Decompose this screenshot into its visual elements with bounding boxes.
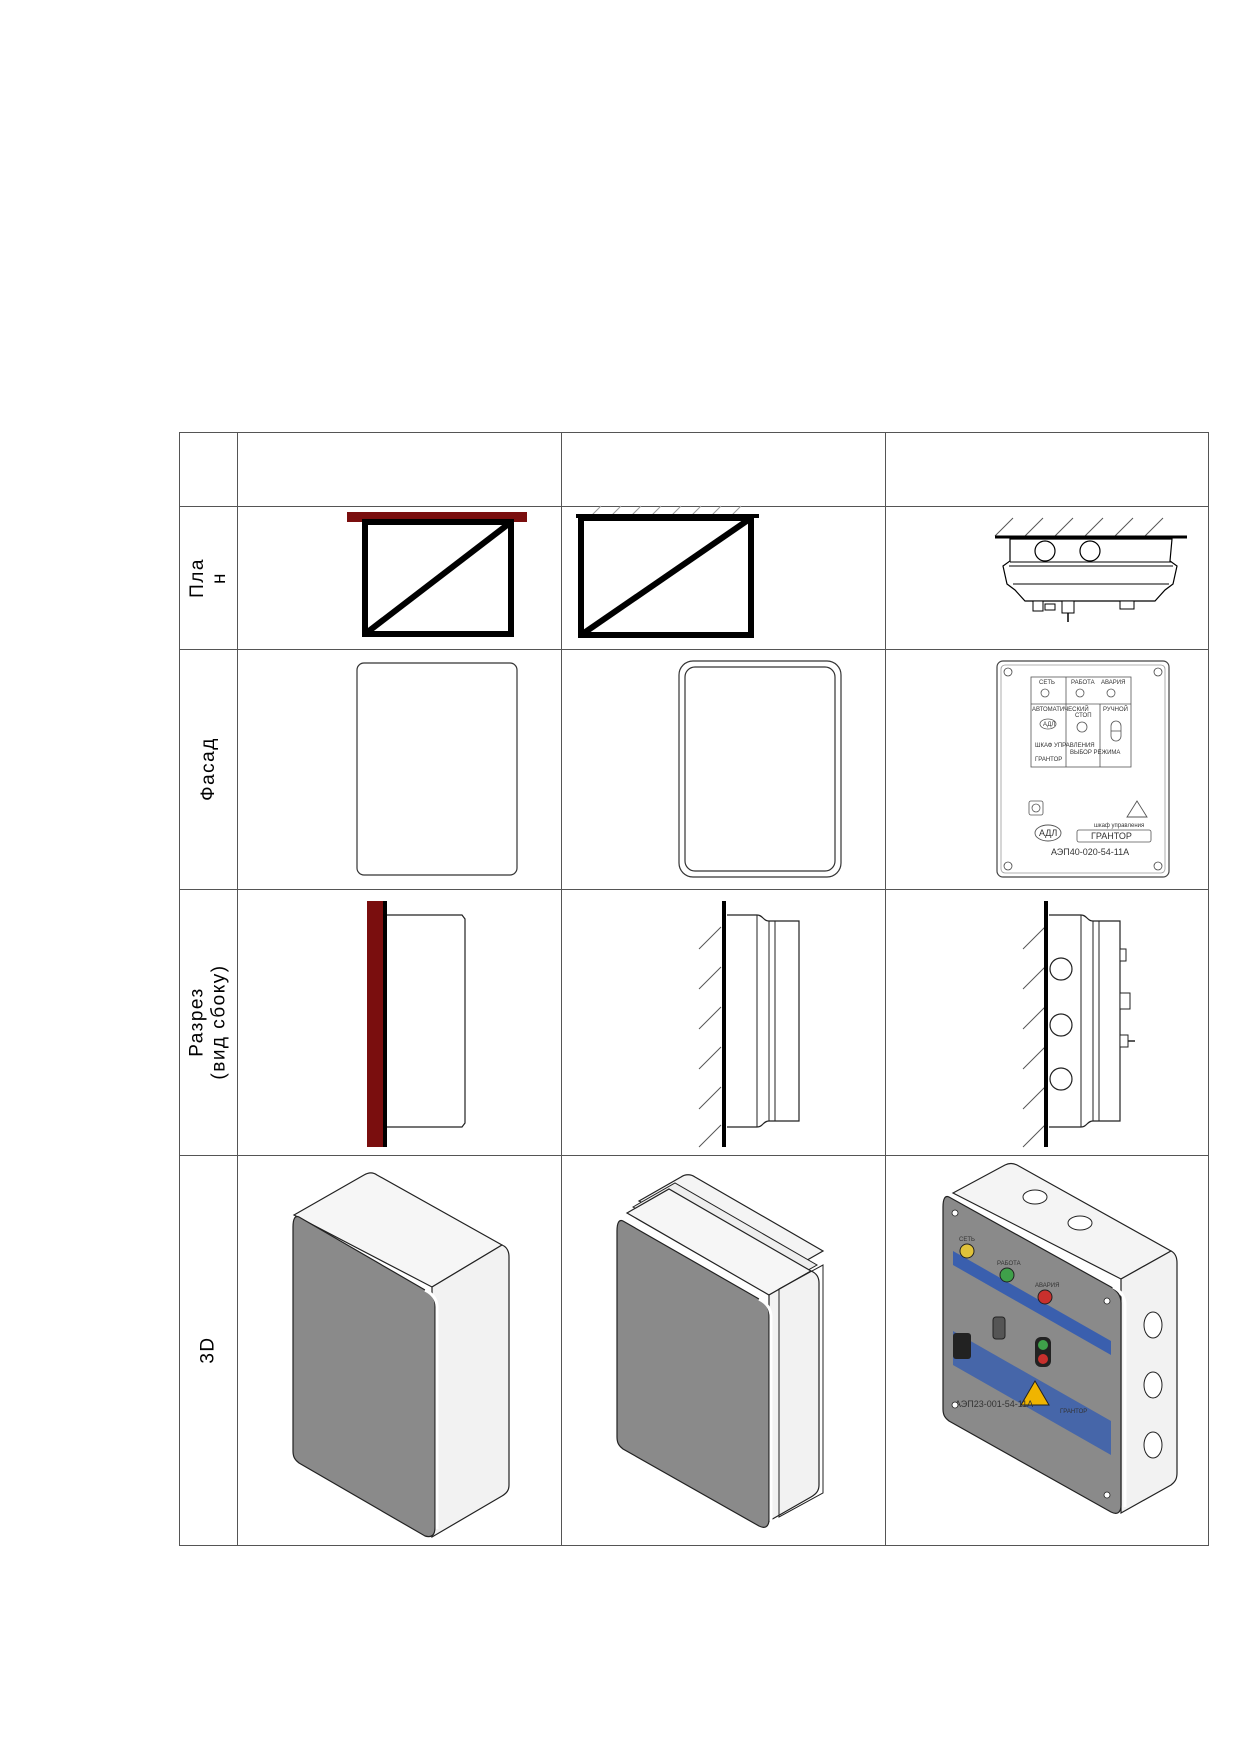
- row-divider: [180, 506, 1208, 507]
- row-divider: [180, 1155, 1208, 1156]
- svg-text:АВАРИЯ: АВАРИЯ: [1035, 1283, 1059, 1289]
- svg-text:ШКАФ УПРАВЛЕНИЯ: ШКАФ УПРАВЛЕНИЯ: [1035, 743, 1095, 749]
- section-drawing-3: [885, 889, 1209, 1155]
- plan-drawing-3: [885, 506, 1209, 649]
- column-divider: [561, 433, 562, 1545]
- facade-drawing-1: [237, 649, 561, 889]
- svg-text:СЕТЬ: СЕТЬ: [1039, 680, 1055, 686]
- row-label-facade: Фасад: [197, 737, 219, 801]
- svg-text:АВАРИЯ: АВАРИЯ: [1101, 680, 1125, 686]
- svg-text:АДЛ: АДЛ: [1043, 722, 1055, 728]
- row-label-plan: Пла н: [186, 557, 230, 598]
- comparison-table: Пла н Фасад Разрез (вид сбоку) 3D: [179, 432, 1209, 1546]
- svg-text:ГРАНТОР: ГРАНТОР: [1035, 757, 1062, 763]
- svg-text:АДЛ: АДЛ: [1039, 828, 1057, 838]
- section-drawing-2: [561, 889, 885, 1155]
- header-cell-3: [885, 433, 1209, 506]
- svg-text:АЭП40-020-54-11А: АЭП40-020-54-11А: [1051, 847, 1129, 857]
- facade-drawing-2: [561, 649, 885, 889]
- header-cell-2: [561, 433, 885, 506]
- plan-drawing-2: [561, 505, 885, 649]
- row-divider: [180, 649, 1208, 650]
- svg-text:РАБОТА: РАБОТА: [1071, 680, 1095, 686]
- svg-text:СЕТЬ: СЕТЬ: [959, 1237, 975, 1243]
- row-label-3d: 3D: [197, 1336, 219, 1364]
- column-divider: [237, 433, 238, 1545]
- render-3d-plain-box: [237, 1155, 561, 1545]
- row-divider: [180, 889, 1208, 890]
- svg-text:СТОП: СТОП: [1075, 713, 1092, 719]
- svg-text:ГРАНТОР: ГРАНТОР: [1091, 831, 1132, 841]
- svg-text:РУЧНОЙ: РУЧНОЙ: [1103, 705, 1128, 713]
- svg-text:ГРАНТОР: ГРАНТОР: [1060, 1409, 1087, 1415]
- svg-text:ВЫБОР РЕЖИМА: ВЫБОР РЕЖИМА: [1070, 750, 1120, 756]
- svg-text:АВТОМАТИЧЕСКИЙ: АВТОМАТИЧЕСКИЙ: [1032, 705, 1089, 713]
- svg-text:шкаф управления: шкаф управления: [1094, 823, 1144, 829]
- svg-text:АЭП23-001-54-11А: АЭП23-001-54-11А: [955, 1399, 1033, 1409]
- render-3d-flanged-box: [561, 1155, 885, 1545]
- row-label-section: Разрез (вид сбоку): [186, 964, 230, 1080]
- column-divider: [885, 433, 886, 1545]
- render-3d-control-cabinet: СЕТЬ РАБОТА АВАРИЯ АЭП23-001-54-11А ГРАН…: [885, 1155, 1209, 1545]
- svg-text:РАБОТА: РАБОТА: [997, 1261, 1021, 1267]
- section-drawing-1: [237, 889, 561, 1155]
- wall-hatch: [367, 901, 383, 1147]
- plan-drawing-1: [237, 506, 561, 649]
- wall-hatch: [347, 512, 527, 522]
- header-cell-1: [237, 433, 561, 506]
- facade-drawing-3: СЕТЬ РАБОТА АВАРИЯ АВТОМАТИЧЕСКИЙ РУЧНОЙ…: [885, 649, 1209, 889]
